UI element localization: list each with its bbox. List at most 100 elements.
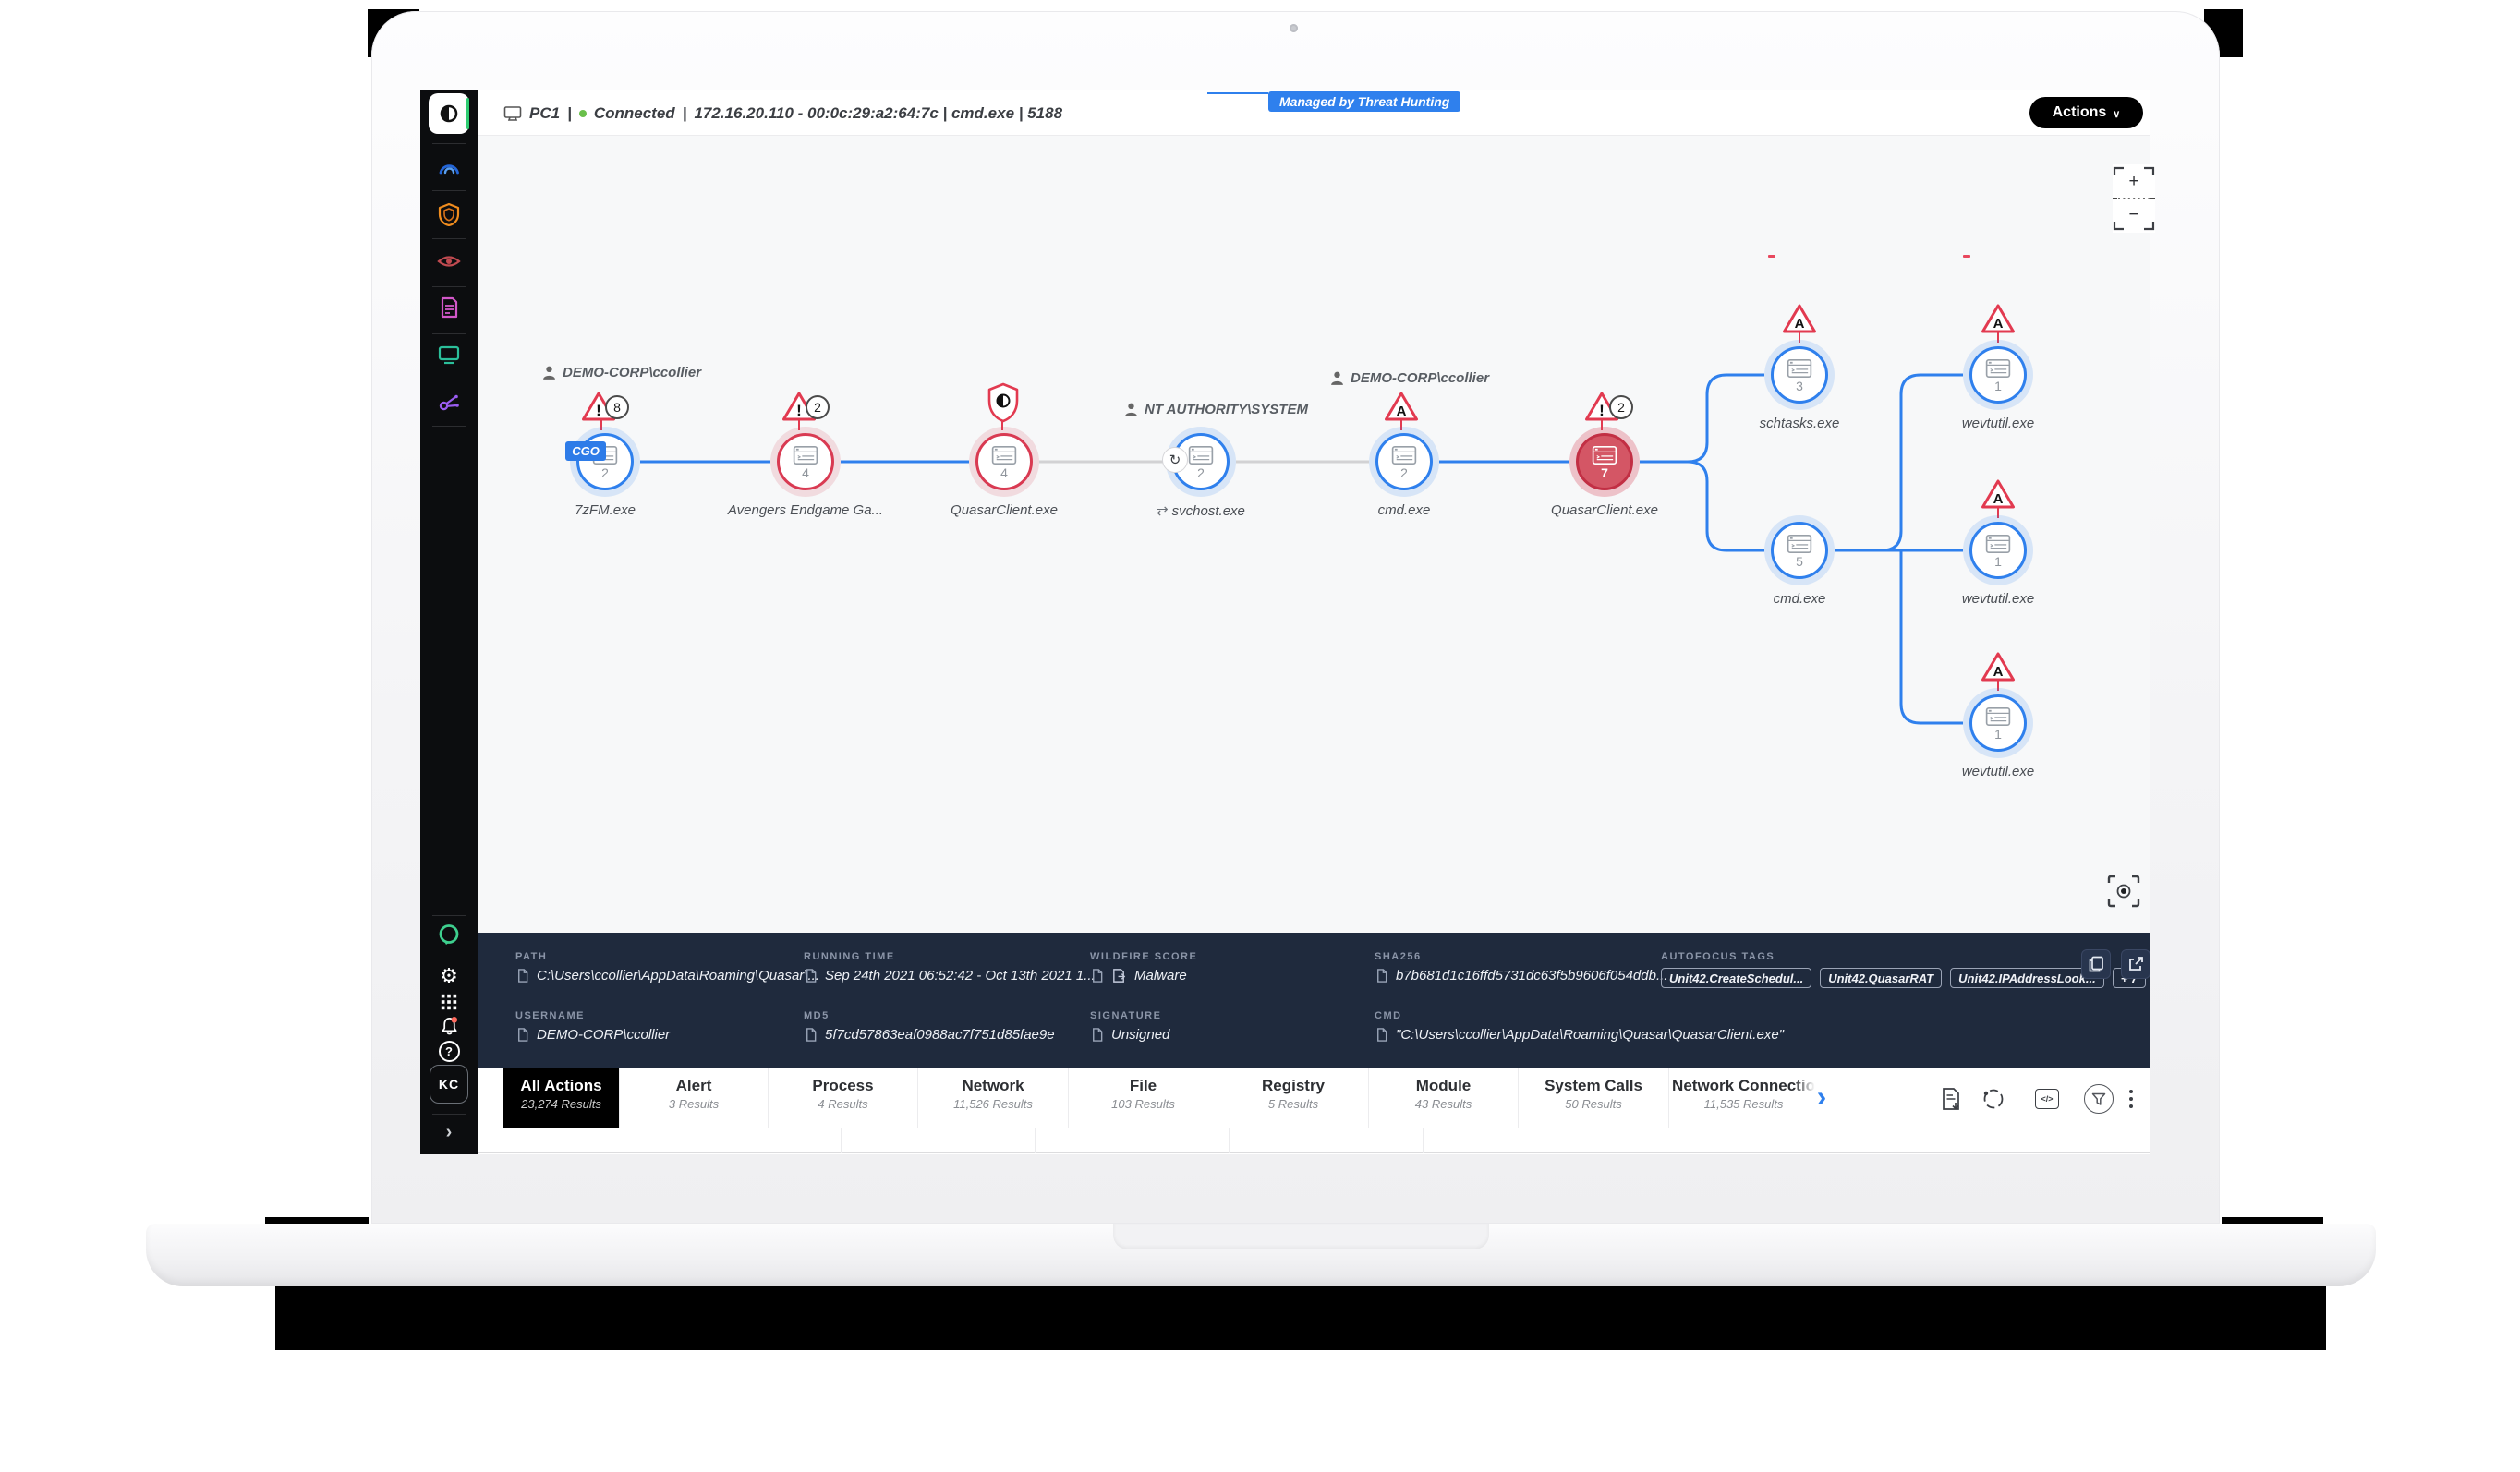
alert-triangle-icon: !: [1584, 391, 1619, 422]
sidebar-item-support[interactable]: [420, 923, 478, 947]
copy-all-button[interactable]: [2081, 949, 2111, 979]
alert-badge[interactable]: A: [1782, 303, 1817, 339]
shadow-left-sliver: [265, 1217, 369, 1225]
notifications-button[interactable]: [420, 1014, 478, 1038]
sidebar-item-analytics[interactable]: [420, 390, 478, 414]
apps-grid-button[interactable]: [420, 992, 478, 1012]
svg-text:!: !: [796, 402, 802, 419]
export-results-button[interactable]: [1935, 1083, 1967, 1115]
tab-registry[interactable]: Registry 5 Results: [1218, 1068, 1369, 1128]
rotate-arrow-icon: ↻: [1169, 452, 1181, 468]
sidebar-item-investigation[interactable]: [420, 249, 478, 273]
zoom-controls[interactable]: + −: [2113, 164, 2155, 233]
process-label: QuasarClient.exe: [1551, 502, 1658, 518]
alert-badge[interactable]: A: [1981, 651, 2016, 687]
external-link-icon: [2126, 955, 2145, 973]
sidebar-expand-button[interactable]: ›: [420, 1122, 478, 1142]
alert-count[interactable]: 2: [806, 395, 830, 419]
frame-corners: [2113, 166, 2155, 231]
sidebar-item-reports[interactable]: [420, 296, 478, 320]
causality-graph-canvas[interactable]: DEMO-CORP\ccollier NT AUTHORITY\SYSTEM D…: [478, 136, 2155, 933]
crosshair-icon: [2106, 874, 2141, 909]
alert-badge[interactable]: !: [581, 391, 616, 427]
actions-button[interactable]: Actions ∨: [2029, 97, 2143, 128]
copy-icon[interactable]: [1090, 968, 1104, 983]
cortex-shield-badge[interactable]: [987, 382, 1020, 428]
shadow-right-sliver: [2222, 1217, 2323, 1225]
sidebar-item-endpoint-security[interactable]: [420, 202, 478, 226]
managed-badge-line: [1207, 92, 1268, 94]
copy-icon[interactable]: [1090, 1027, 1104, 1043]
report-icon[interactable]: [1111, 968, 1127, 983]
process-node-wevtutil-1[interactable]: 1 wevtutil.exe: [1962, 340, 2034, 431]
tab-system-calls[interactable]: System Calls 50 Results: [1519, 1068, 1669, 1128]
tab-file[interactable]: File 103 Results: [1069, 1068, 1218, 1128]
query-builder-button[interactable]: </>: [2031, 1083, 2063, 1115]
copy-icon[interactable]: [515, 1027, 529, 1043]
tab-network[interactable]: Network 11,526 Results: [918, 1068, 1069, 1128]
help-button[interactable]: ?: [420, 1040, 478, 1062]
sidebar-item-endpoints[interactable]: [420, 343, 478, 367]
process-label: QuasarClient.exe: [951, 502, 1058, 518]
shield-icon: [437, 202, 461, 226]
alert-badge[interactable]: A: [1981, 478, 2016, 514]
process-node-quasarclient-1[interactable]: 4 QuasarClient.exe: [951, 427, 1058, 518]
alert-badge[interactable]: A: [1981, 303, 2016, 339]
tab-process[interactable]: Process 4 Results: [769, 1068, 918, 1128]
tab-module[interactable]: Module 43 Results: [1369, 1068, 1519, 1128]
managed-by-threat-hunting-badge[interactable]: Managed by Threat Hunting: [1268, 91, 1461, 112]
alert-triangle-icon: A: [1981, 303, 2016, 334]
filter-button[interactable]: [2083, 1083, 2114, 1115]
more-options-button[interactable]: [2122, 1083, 2140, 1115]
cortex-xdr-logo[interactable]: [429, 93, 469, 134]
process-node-avengers[interactable]: 4 Avengers Endgame Ga...: [728, 427, 883, 518]
cgo-badge[interactable]: CGO: [565, 441, 606, 461]
field-autofocus-tags: AUTOFOCUS TAGS Unit42.CreateSchedul... U…: [1661, 951, 2147, 988]
copy-icon[interactable]: [804, 968, 818, 983]
alert-badge[interactable]: !: [1584, 391, 1619, 427]
alert-badge[interactable]: !: [781, 391, 817, 427]
document-export-icon: [1940, 1087, 1962, 1111]
tab-all-actions[interactable]: All Actions 23,274 Results: [503, 1068, 619, 1128]
host-details: 172.16.20.110 - 00:0c:29:a2:64:7c | cmd.…: [694, 103, 1063, 122]
autofocus-tag[interactable]: Unit42.CreateSchedul...: [1661, 968, 1812, 988]
results-tabs: All Actions 23,274 Results Alert 3 Resul…: [478, 1068, 2150, 1128]
open-external-button[interactable]: [2121, 949, 2150, 979]
process-node-cmd-1[interactable]: 2 cmd.exe: [1369, 427, 1439, 518]
settings-button[interactable]: ⚙: [420, 965, 478, 987]
user-avatar[interactable]: KC: [430, 1065, 468, 1104]
autofocus-tag[interactable]: Unit42.QuasarRAT: [1820, 968, 1943, 988]
grid-icon: [440, 993, 458, 1011]
tab-alert[interactable]: Alert 3 Results: [619, 1068, 769, 1128]
alert-count[interactable]: 8: [605, 395, 629, 419]
zoom-in-button[interactable]: +: [2128, 172, 2139, 191]
svg-text:!: !: [1599, 402, 1605, 419]
copy-icon[interactable]: [804, 1027, 818, 1043]
process-node-wevtutil-2[interactable]: 1 wevtutil.exe: [1962, 515, 2034, 607]
process-node-schtasks[interactable]: 3 schtasks.exe: [1760, 340, 1839, 431]
alert-badge[interactable]: A: [1384, 391, 1419, 427]
center-view-button[interactable]: [2106, 874, 2141, 909]
zoom-out-button[interactable]: −: [2128, 205, 2139, 224]
host-name: PC1: [529, 103, 561, 122]
copy-icon[interactable]: [1375, 1027, 1388, 1043]
question-mark-icon: ?: [438, 1040, 460, 1062]
refresh-button[interactable]: [1978, 1083, 2009, 1115]
sidebar-item-incidents[interactable]: [420, 155, 478, 179]
top-bar: PC1 | Connected | 172.16.20.110 - 00:0c:…: [478, 90, 2150, 136]
process-node-wevtutil-3[interactable]: 1 wevtutil.exe: [1962, 688, 2034, 779]
logo-green-stripe: [466, 98, 469, 129]
process-node-7zfm[interactable]: 2 7zFM.exe: [570, 427, 640, 518]
copy-icon[interactable]: [515, 968, 529, 983]
svg-text:A: A: [1795, 316, 1805, 332]
green-ring-icon: [437, 923, 461, 947]
copy-icon[interactable]: [1375, 968, 1388, 983]
window-icon: [991, 445, 1017, 465]
sync-icon: ⇄: [1157, 503, 1169, 519]
tabs-scroll-right-button[interactable]: ›: [1794, 1068, 1849, 1128]
window-icon: [1985, 706, 2011, 727]
alert-count[interactable]: 2: [1609, 395, 1633, 419]
process-node-quasarclient-2[interactable]: 7 QuasarClient.exe: [1551, 427, 1658, 518]
process-node-cmd-2[interactable]: 5 cmd.exe: [1764, 515, 1835, 607]
injection-badge[interactable]: ↻: [1162, 447, 1188, 473]
